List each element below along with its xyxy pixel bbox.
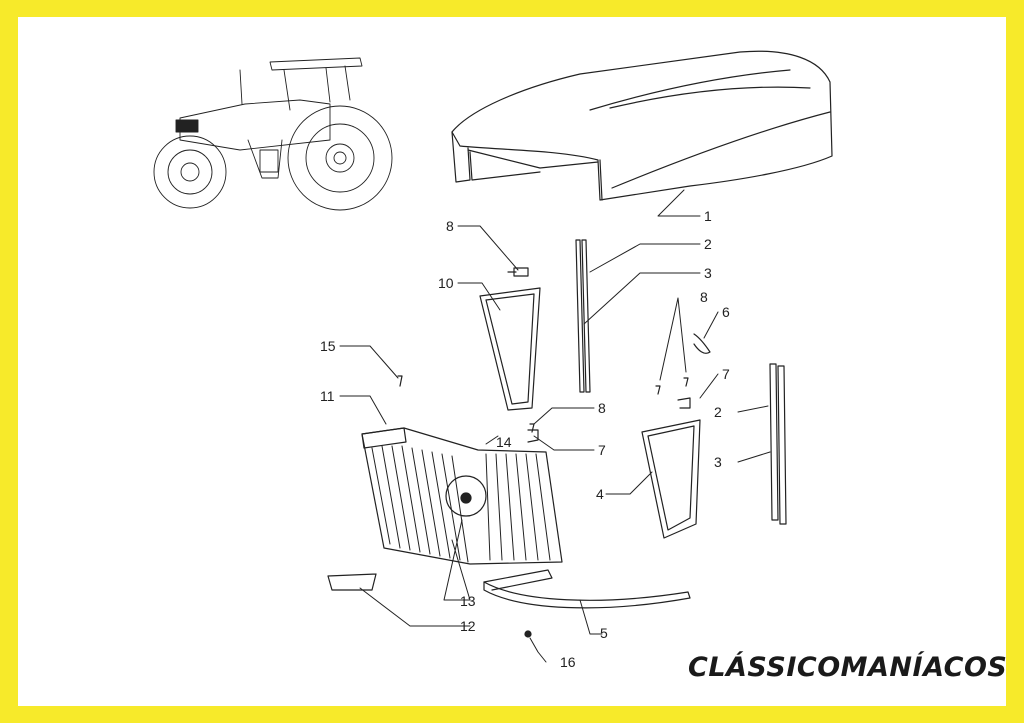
callout-labels: 1 2 3 8 10 15 11 14 8 7 6 8 7 2 3 4 13 1… (320, 208, 730, 670)
callout-1: 1 (704, 208, 712, 224)
bottom-seal-5 (483, 569, 691, 609)
handle-12 (327, 573, 377, 591)
leader-lines (339, 189, 771, 663)
front-grille (361, 427, 563, 565)
side-panel-4 (641, 419, 701, 539)
callout-14: 14 (496, 434, 512, 450)
seal-strip-right (769, 363, 787, 525)
seal-strip-left (575, 239, 591, 393)
callout-7: 7 (598, 442, 606, 458)
callout-8c: 8 (700, 289, 708, 305)
callout-13: 13 (460, 593, 476, 609)
bolt-8 (507, 267, 529, 277)
callout-12: 12 (460, 618, 476, 634)
nut-16 (524, 630, 532, 638)
callout-4: 4 (596, 486, 604, 502)
bracket-7 (527, 397, 691, 443)
callout-7b: 7 (722, 366, 730, 382)
callout-8b: 8 (598, 400, 606, 416)
hood-panel (451, 50, 833, 201)
callout-2: 2 (704, 236, 712, 252)
callout-5: 5 (600, 625, 608, 641)
clip-6 (693, 333, 711, 354)
brand-watermark: CLÁSSICOMANÍACOS (688, 652, 1008, 683)
screws-8 (397, 375, 689, 433)
callout-15: 15 (320, 338, 336, 354)
tractor-thumbnail (153, 57, 393, 211)
callout-2b: 2 (714, 404, 722, 420)
side-panel-10 (479, 287, 541, 411)
callout-6: 6 (722, 304, 730, 320)
callout-11: 11 (320, 388, 335, 404)
callout-10: 10 (438, 275, 454, 291)
callout-3b: 3 (714, 454, 722, 470)
callout-3: 3 (704, 265, 712, 281)
callout-16: 16 (560, 654, 576, 670)
callout-8: 8 (446, 218, 454, 234)
